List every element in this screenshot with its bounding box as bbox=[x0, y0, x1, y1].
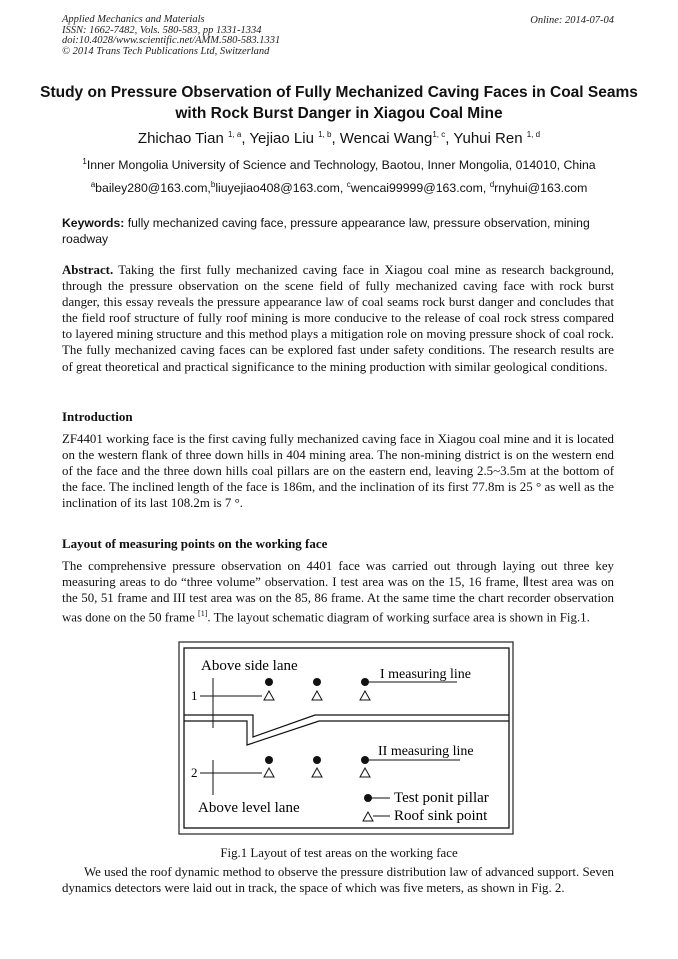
roof-sink-triangles bbox=[263, 766, 371, 778]
point-2-label: 2 bbox=[191, 765, 198, 780]
paper-title: Study on Pressure Observation of Fully M… bbox=[40, 84, 638, 122]
outer-frame bbox=[178, 641, 514, 835]
email-sup: b bbox=[210, 180, 216, 189]
introduction-text: ZF4401 working face is the first caving … bbox=[62, 432, 614, 511]
email: wencai99999@163.com, bbox=[350, 181, 487, 196]
layout-text-b: . The layout schematic diagram of workin… bbox=[207, 610, 590, 625]
authors: Zhichao Tian 1, a, Yejiao Liu 1, b, Wenc… bbox=[137, 130, 541, 147]
row-2-markers bbox=[263, 756, 460, 778]
row-1-markers bbox=[263, 678, 457, 701]
abstract: Abstract. Taking the first fully mechani… bbox=[62, 262, 614, 375]
abstract-label: Abstract. bbox=[62, 263, 114, 277]
introduction-heading: Introduction bbox=[62, 409, 133, 424]
author-sup: 1, a bbox=[227, 130, 242, 139]
author: Wencai Wang bbox=[339, 130, 433, 147]
email: liuyejiao408@163.com, bbox=[215, 181, 344, 196]
layout-text: The comprehensive pressure observation o… bbox=[62, 558, 614, 626]
closing-paragraph: We used the roof dynamic method to obser… bbox=[62, 865, 614, 896]
author-sup: 1, c bbox=[432, 130, 446, 139]
above-level-lane-label: Above level lane bbox=[198, 800, 300, 816]
affiliation: 1Inner Mongolia University of Science an… bbox=[0, 157, 678, 172]
above-side-lane-label: Above side lane bbox=[201, 658, 298, 674]
author: Yuhui Ren bbox=[453, 130, 523, 147]
legend-sink-label: Roof sink point bbox=[394, 808, 488, 824]
email-sup: a bbox=[90, 180, 96, 189]
legend-sink-triangle bbox=[362, 810, 374, 822]
email: rnyhui@163.com bbox=[494, 181, 588, 196]
keywords-label: Keywords: bbox=[62, 216, 125, 230]
test-pillar-dot bbox=[265, 678, 273, 686]
inner-frame bbox=[183, 647, 510, 829]
author: Zhichao Tian bbox=[137, 130, 224, 147]
test-pillar-dot bbox=[265, 756, 273, 764]
author-sup: 1, b bbox=[318, 130, 332, 139]
lane-lower-edge bbox=[184, 720, 509, 746]
point-1-label: 1 bbox=[191, 688, 198, 703]
email-sup: d bbox=[489, 180, 495, 189]
test-pillar-dot bbox=[313, 756, 321, 764]
doi: doi:10.4028/www.scientific.net/AMM.580-5… bbox=[62, 35, 281, 46]
keywords-text: fully mechanized caving face, pressure a… bbox=[62, 216, 590, 246]
layout-text-a: The comprehensive pressure observation o… bbox=[62, 559, 614, 625]
abstract-text: Taking the first fully mechanized caving… bbox=[62, 263, 614, 374]
affil-sup: 1 bbox=[82, 157, 87, 166]
citation: [1] bbox=[198, 609, 208, 619]
test-pillar-dot bbox=[313, 678, 321, 686]
figure-caption: Fig.1 Layout of test areas on the workin… bbox=[220, 846, 458, 860]
layout-heading: Layout of measuring points on the workin… bbox=[62, 536, 328, 551]
email: bailey280@163.com, bbox=[95, 181, 211, 196]
email-sup: c bbox=[346, 180, 351, 189]
author: Yejiao Liu bbox=[249, 130, 314, 147]
issn: ISSN: 1662-7482, Vols. 580-583, pp 1331-… bbox=[62, 24, 262, 36]
emails: abailey280@163.com,bliuyejiao408@163.com… bbox=[0, 180, 678, 195]
measuring-line-2-label: II measuring line bbox=[378, 744, 474, 759]
author-sup: 1, d bbox=[526, 130, 541, 139]
journal-name: Applied Mechanics and Materials bbox=[62, 14, 205, 25]
copyright: © 2014 Trans Tech Publications Ltd, Swit… bbox=[62, 45, 270, 57]
measuring-line-1-label: I measuring line bbox=[380, 667, 471, 682]
journal-header: Applied Mechanics and Materials ISSN: 16… bbox=[62, 14, 281, 57]
online-date: Online: 2014-07-04 bbox=[530, 15, 614, 26]
lane-upper-edge bbox=[184, 714, 509, 738]
legend-pillar-label: Test ponit pillar bbox=[394, 790, 489, 806]
keywords: Keywords: fully mechanized caving face, … bbox=[62, 215, 614, 247]
roof-sink-triangles bbox=[263, 689, 371, 701]
affil-text: Inner Mongolia University of Science and… bbox=[86, 158, 596, 173]
